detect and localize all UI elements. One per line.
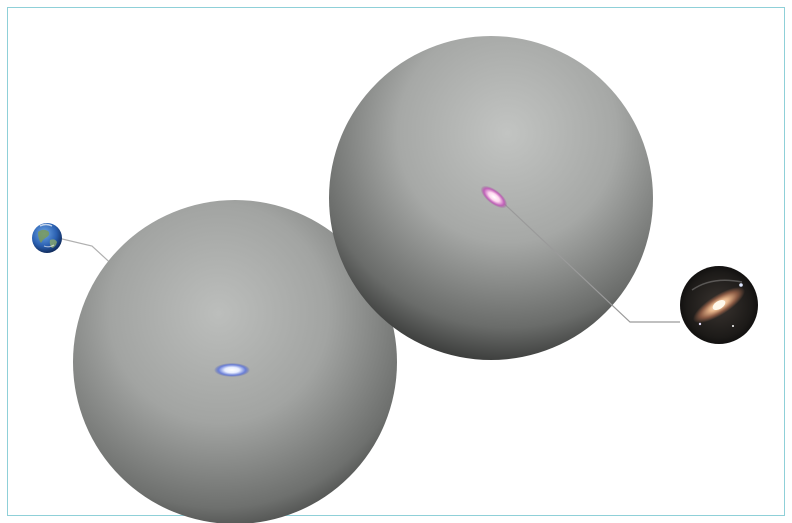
- left-sphere-galaxy: [214, 363, 250, 377]
- earth-icon: [32, 223, 62, 253]
- galaxy-icon: [680, 266, 758, 344]
